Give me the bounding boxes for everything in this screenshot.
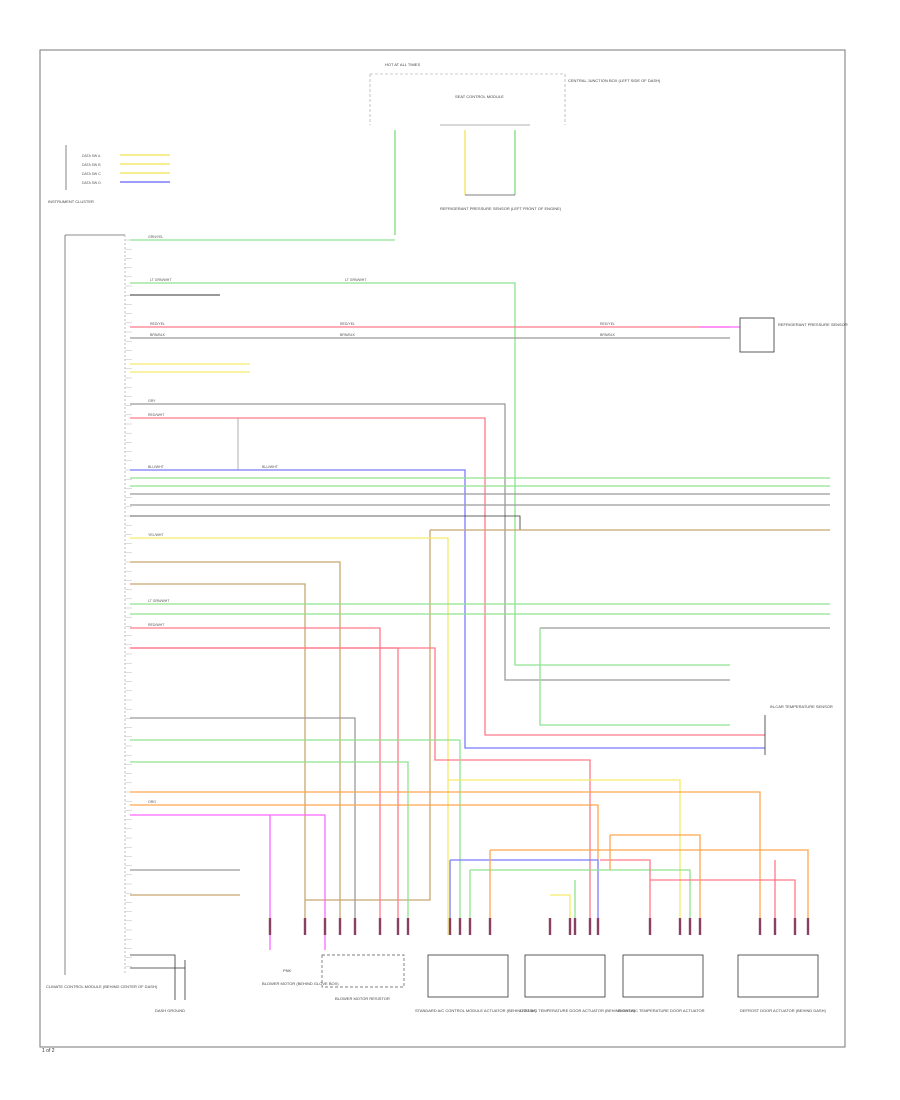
- wire-label: BRN/BLK: [150, 333, 166, 337]
- wire-org-5: [610, 834, 701, 935]
- right-temp-door-actuator: RIGHT A/C TEMPERATURE DOOR ACTUATOR: [618, 954, 705, 1013]
- wire-label: LT GRN/WHT: [148, 599, 170, 603]
- wire-tan-3: [130, 561, 341, 935]
- standard-ac-actuator: STANDARD A/C CONTROL MODULE ACTUATOR (BE…: [415, 954, 537, 1013]
- wire-label: LT GRN/WHT: [150, 278, 172, 282]
- wire-grn-9: [130, 761, 409, 935]
- wire-grey-2: [130, 403, 730, 681]
- wire-ltgrn-1: [130, 282, 730, 666]
- climate-control-module: CLIMATE CONTROL MODULE (BEHIND CENTER OF…: [46, 234, 158, 989]
- dash-ground-label: DASH GROUND: [155, 1008, 185, 1013]
- diagram-border: [39, 49, 846, 1048]
- blower-motor: PNK BLOWER MOTOR (BEHIND GLOVE BOX): [262, 968, 339, 986]
- wire-label: LT GRN/WHT: [345, 278, 367, 282]
- cluster-pin-d: DATA SW D: [82, 181, 101, 185]
- wire-tan-2: [305, 530, 431, 901]
- cluster-label: INSTRUMENT CLUSTER: [48, 199, 94, 204]
- wire-pnk-1: [130, 814, 326, 950]
- wire-blu-1: [130, 469, 765, 749]
- defrost-door-actuator: DEFROST DOOR ACTUATOR (BEHIND DASH): [737, 954, 826, 1013]
- pin-numbers: [125, 239, 132, 968]
- left-temp-door-actuator: LEFT A/C TEMPERATURE DOOR ACTUATOR (BEHI…: [520, 954, 636, 1013]
- in-car-temp-label: IN-CAR TEMPERATURE SENSOR: [770, 704, 833, 709]
- wire-label: BLU/WHT: [262, 465, 279, 469]
- blower-motor-pnk: PNK: [283, 968, 292, 973]
- central-junction-label: CENTRAL JUNCTION BOX (LEFT SIDE OF DASH): [568, 78, 661, 83]
- wire-label: ORG: [148, 800, 156, 804]
- refrigerant-top-label: REFRIGERANT PRESSURE SENSOR (LEFT FRONT …: [440, 206, 562, 211]
- wire-blk-2: [130, 515, 521, 530]
- wire-org-2: [130, 804, 599, 860]
- wire-red-5: [130, 647, 591, 935]
- hot-at-all-times-label: HOT AT ALL TIMES: [385, 62, 420, 67]
- wire-yel-3: [130, 537, 449, 935]
- wire-blk-3: [130, 954, 176, 985]
- wire-grn-10: [470, 869, 691, 935]
- seat-control-label: SEAT CONTROL MODULE: [455, 94, 504, 99]
- wire-tan-4: [130, 583, 306, 935]
- central-junction-box: HOT AT ALL TIMES CENTRAL JUNCTION BOX (L…: [369, 62, 661, 235]
- wire-label: GRN/YEL: [148, 235, 163, 239]
- wire-red-2: [130, 417, 765, 736]
- page-number: 1 of 2: [42, 1048, 55, 1054]
- wire-org-1: [130, 791, 761, 935]
- wire-grn-6: [539, 628, 730, 726]
- wire-grey-6: [130, 717, 356, 935]
- refrigerant-pressure-sensor-right: REFRIGERANT PRESSURE SENSOR: [739, 317, 848, 353]
- wire-label: RED/YEL: [150, 322, 165, 326]
- wire-label: RED/WHT: [148, 623, 165, 627]
- wire-blu-2: [450, 859, 599, 935]
- wire-layer: GRN/YEL LT GRN/WHT LT GRN/WHT RED/YEL RED/YE…: [130, 235, 830, 985]
- wire-label: BRN/BLK: [600, 333, 616, 337]
- blower-resistor-label: BLOWER MOTOR RESISTOR: [335, 996, 390, 1001]
- cluster-pin-b: DATA SW B: [82, 163, 101, 167]
- defrost-door-label: DEFROST DOOR ACTUATOR (BEHIND DASH): [740, 1008, 826, 1013]
- blower-motor-resistor: BLOWER MOTOR RESISTOR: [321, 954, 405, 1001]
- wire-red-6: [600, 859, 651, 935]
- wire-label: BLU/WHT: [148, 465, 165, 469]
- wire-label: RED/WHT: [148, 413, 165, 417]
- wire-red-7: [650, 879, 796, 935]
- wire-label: RED/YEL: [600, 322, 615, 326]
- wire-yel-5: [550, 894, 571, 935]
- refrigerant-right-label: REFRIGERANT PRESSURE SENSOR: [778, 322, 848, 327]
- wire-label: BRN/BLK: [340, 333, 356, 337]
- in-car-temperature-sensor: IN-CAR TEMPERATURE SENSOR: [764, 704, 833, 755]
- cluster-pin-c: DATA SW C: [82, 172, 101, 176]
- wire-yel-4: [448, 779, 681, 935]
- cluster-pin-a: DATA SW A: [82, 154, 101, 158]
- wire-label: GRY: [148, 399, 156, 403]
- blower-motor-label: BLOWER MOTOR (BEHIND GLOVE BOX): [262, 981, 339, 986]
- wire-red-3: [130, 627, 381, 935]
- wire-label: YEL/WHT: [148, 533, 164, 537]
- module-label: CLIMATE CONTROL MODULE (BEHIND CENTER OF…: [46, 984, 158, 989]
- right-temp-door-label: RIGHT A/C TEMPERATURE DOOR ACTUATOR: [618, 1008, 705, 1013]
- wire-org-3: [490, 849, 809, 935]
- instrument-cluster: DATA SW A DATA SW B DATA SW C DATA SW D …: [48, 145, 170, 204]
- wire-label: RED/YEL: [340, 322, 355, 326]
- left-temp-door-label: LEFT A/C TEMPERATURE DOOR ACTUATOR (BEHI…: [520, 1008, 636, 1013]
- dash-ground: DASH GROUND: [155, 960, 186, 1013]
- standard-ac-label: STANDARD A/C CONTROL MODULE ACTUATOR (BE…: [415, 1008, 537, 1013]
